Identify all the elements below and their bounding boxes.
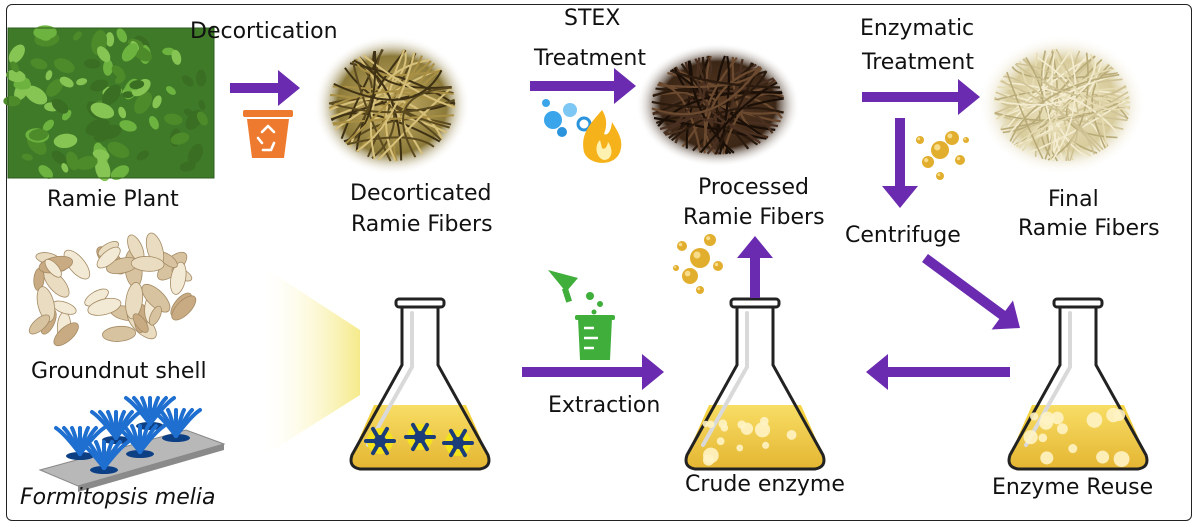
final-label-line2: Ramie Fibers [1018, 215, 1160, 242]
enzyme-reuse-label: Enzyme Reuse [992, 474, 1153, 501]
final-label-line1: Final [1048, 186, 1099, 213]
ramie-plant-image [3, 25, 214, 183]
stex-label-line2: Treatment [534, 45, 646, 72]
ramie-plant-label: Ramie Plant [47, 186, 179, 213]
extraction-label: Extraction [548, 392, 660, 419]
decortication-label: Decortication [190, 18, 338, 45]
centrifuge-label: Centrifuge [845, 222, 961, 249]
processed-fibers-image [636, 43, 800, 167]
fire-icon [583, 110, 621, 163]
recycle-bin-icon [243, 110, 293, 158]
stex-label-line1: STEX [564, 5, 620, 32]
erlenmeyer-flask-icon [351, 299, 489, 469]
final-fibers-image [978, 35, 1146, 175]
enzyme-granules-icon [916, 131, 969, 180]
enzyme-granules-icon [673, 234, 723, 294]
decorticated-fibers-image [314, 35, 470, 175]
formitopsis-label: Formitopsis melia [20, 484, 215, 511]
decorticated-label-line1: Decorticated [350, 180, 492, 207]
decorticated-label-line2: Ramie Fibers [351, 211, 493, 238]
erlenmeyer-flask-icon [1009, 299, 1147, 469]
processed-label-line2: Ramie Fibers [683, 204, 825, 231]
input-cone [265, 268, 360, 455]
enzymatic-label-line2: Treatment [862, 49, 974, 76]
formitopsis-fungus-image [40, 398, 224, 492]
erlenmeyer-flask-icon [686, 299, 824, 469]
crude-enzyme-label: Crude enzyme [685, 471, 845, 498]
enzymatic-label-line1: Enzymatic [860, 15, 974, 42]
funnel-beaker-icon [548, 270, 615, 360]
processed-label-line1: Processed [698, 174, 809, 201]
groundnut-shell-image [26, 231, 200, 350]
groundnut-shell-label: Groundnut shell [31, 358, 207, 385]
bubbles-icon [542, 99, 590, 137]
